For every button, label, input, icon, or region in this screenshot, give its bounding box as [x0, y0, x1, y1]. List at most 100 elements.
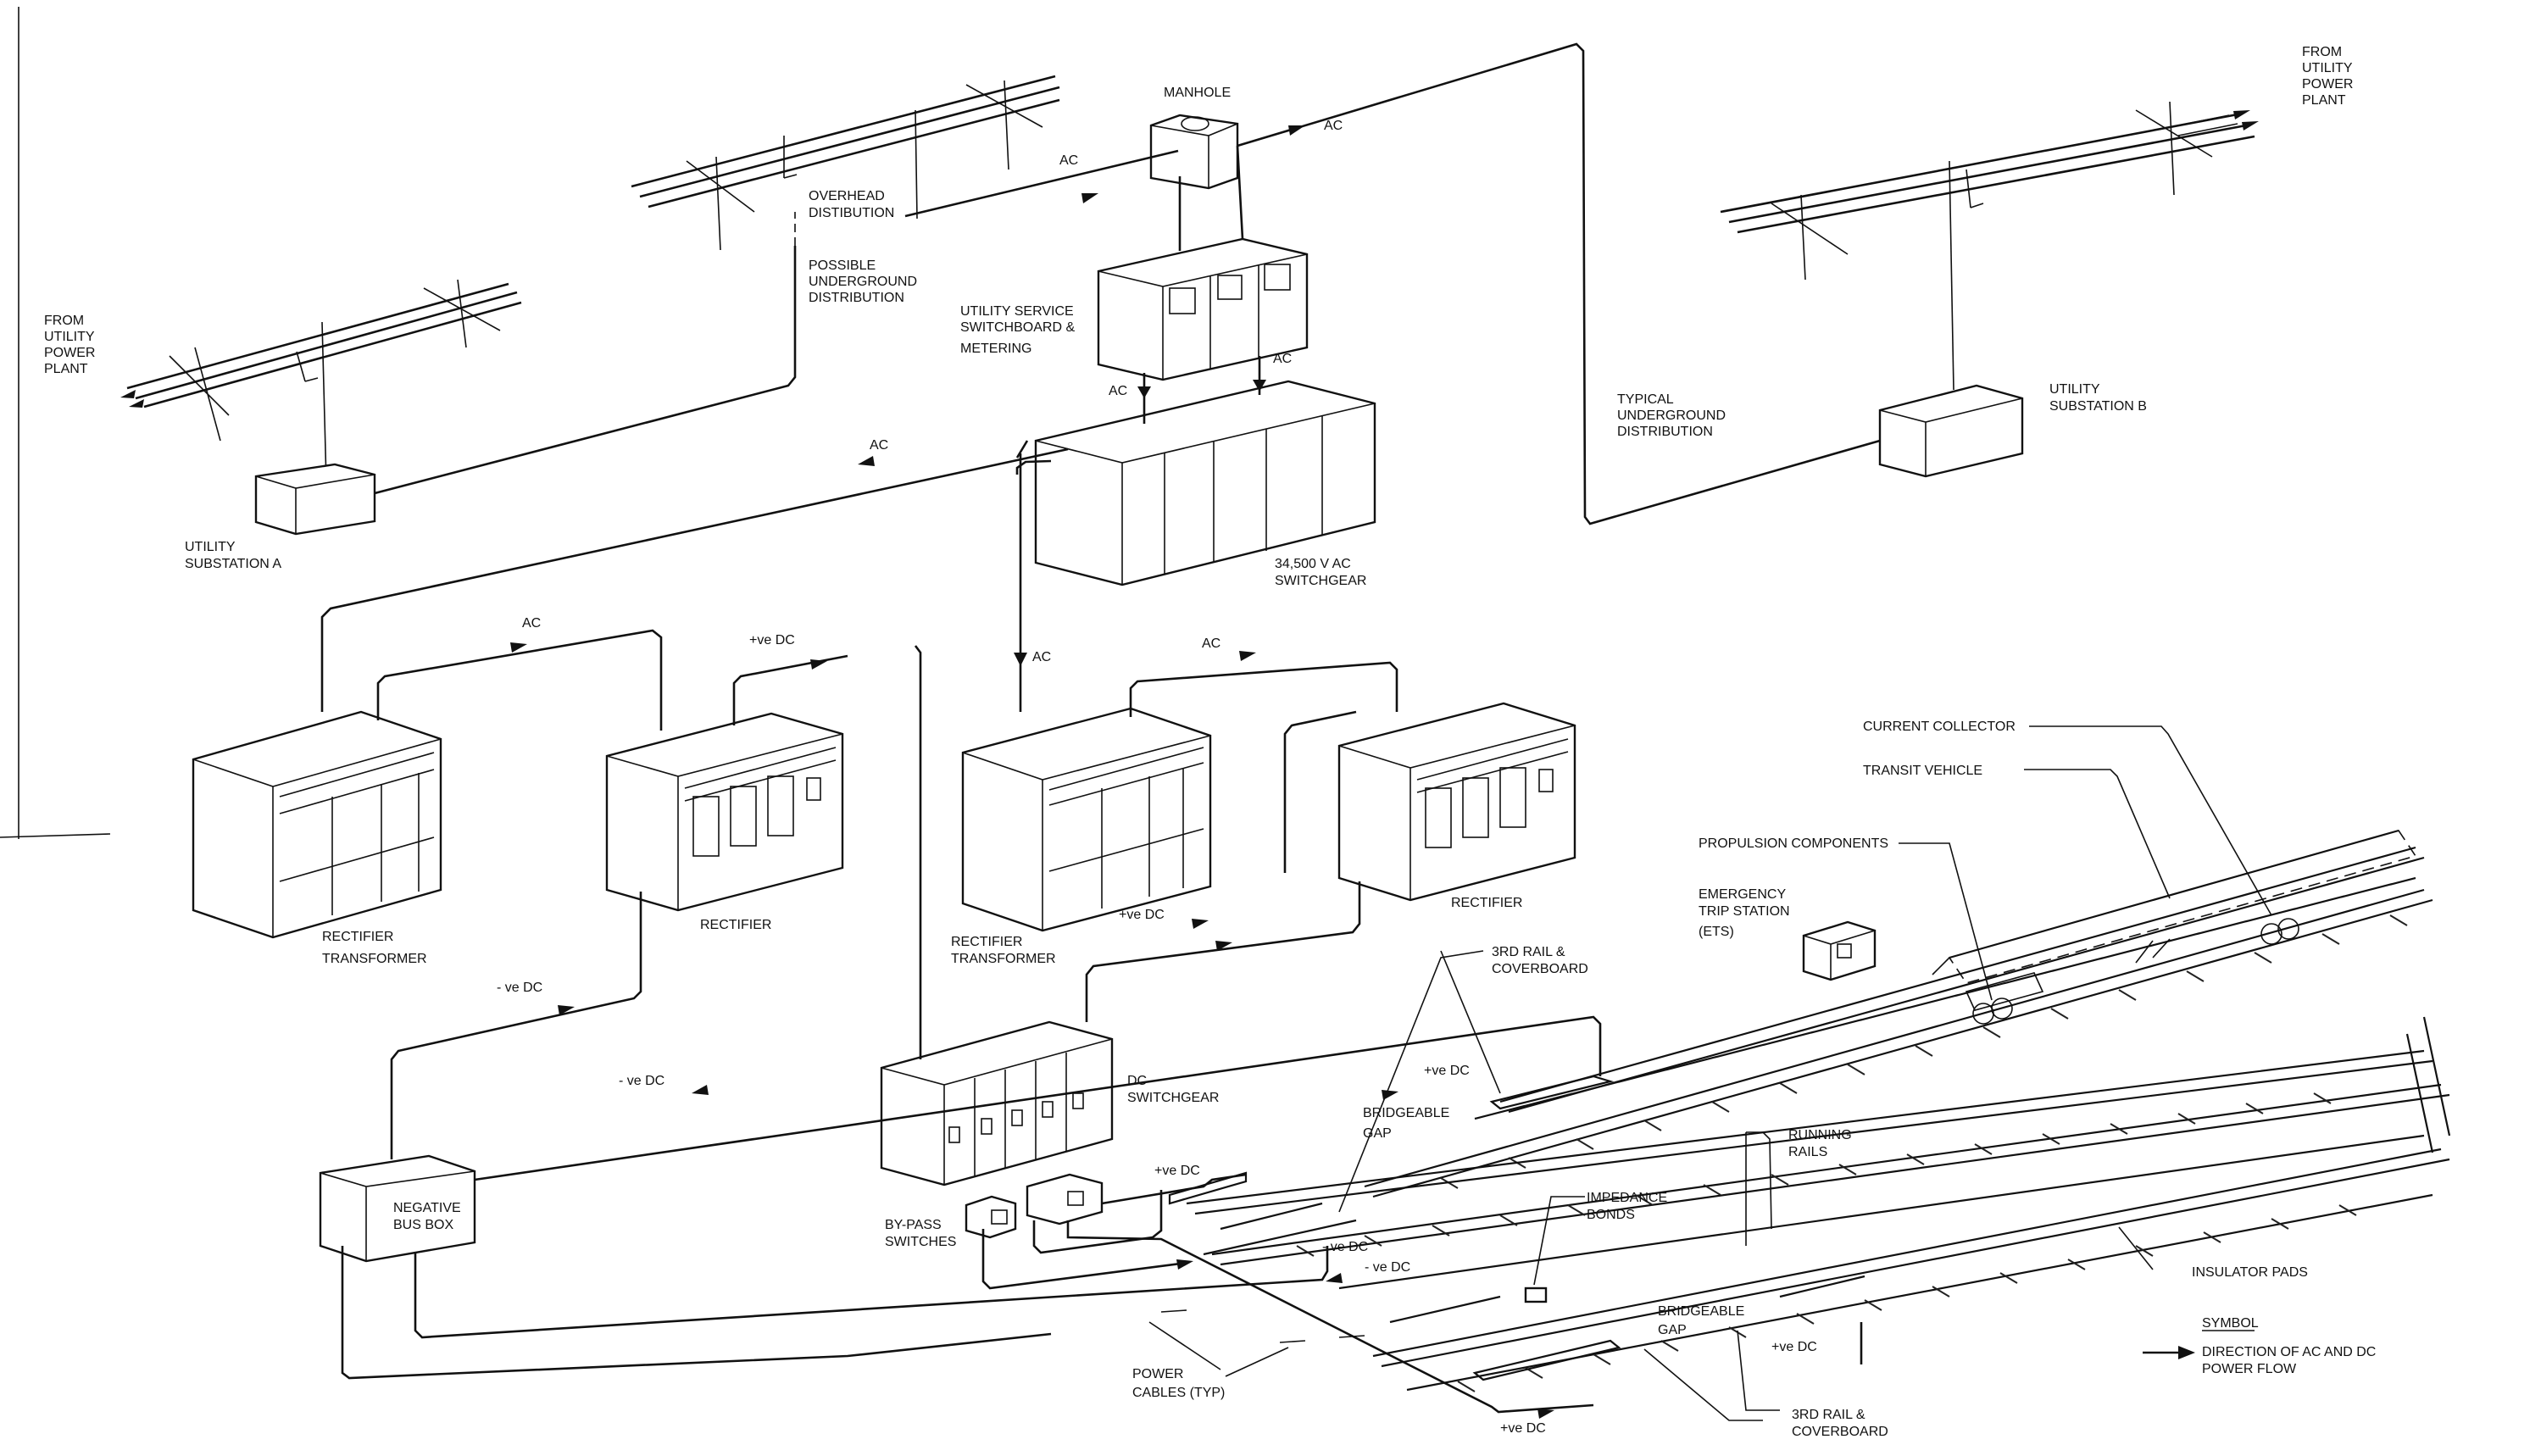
label-from-utility-left: FROM UTILITY POWER PLANT — [44, 314, 95, 376]
label-switchgear-ac: 34,500 V AC SWITCHGEAR — [1275, 557, 1366, 588]
svg-text:GAP: GAP — [1658, 1323, 1687, 1337]
label-third-rail-top: 3RD RAIL & COVERBOARD — [1492, 945, 1588, 976]
svg-text:POSSIBLE: POSSIBLE — [809, 258, 876, 273]
svg-text:RUNNING: RUNNING — [1788, 1128, 1852, 1142]
svg-text:BRIDGEABLE: BRIDGEABLE — [1658, 1304, 1744, 1319]
label-ac-down: AC — [1032, 650, 1051, 664]
svg-text:34,500 V AC: 34,500 V AC — [1275, 557, 1351, 571]
svg-text:SWITCHBOARD &: SWITCHBOARD & — [960, 320, 1075, 335]
svg-text:UTILITY: UTILITY — [185, 540, 236, 554]
label-pos-dc-rail: +ve DC — [1424, 1064, 1470, 1078]
label-emergency-trip: EMERGENCY TRIP STATION (ETS) — [1699, 887, 1790, 939]
rectifier-transformer-left — [193, 712, 441, 937]
svg-text:FROM: FROM — [2302, 45, 2342, 59]
svg-text:UNDERGROUND: UNDERGROUND — [809, 275, 917, 289]
svg-text:CABLES (TYP): CABLES (TYP) — [1132, 1386, 1225, 1400]
svg-text:COVERBOARD: COVERBOARD — [1792, 1425, 1888, 1439]
label-bridgeable-gap-top: BRIDGEABLE GAP — [1363, 1106, 1449, 1141]
svg-text:SWITCHGEAR: SWITCHGEAR — [1127, 1091, 1219, 1105]
svg-text:POWER: POWER — [44, 346, 95, 360]
svg-text:TRANSFORMER: TRANSFORMER — [322, 952, 427, 966]
svg-text:RECTIFIER: RECTIFIER — [322, 930, 393, 944]
label-bypass-switches: BY-PASS SWITCHES — [885, 1218, 956, 1249]
svg-text:RECTIFIER: RECTIFIER — [951, 935, 1022, 949]
label-ac-top: AC — [1324, 119, 1343, 133]
svg-text:SWITCHGEAR: SWITCHGEAR — [1275, 574, 1366, 588]
label-neg-dc-rail-b: - ve DC — [1365, 1260, 1410, 1275]
ac-cables — [322, 44, 1880, 731]
svg-text:TRANSFORMER: TRANSFORMER — [951, 952, 1056, 966]
scan-seam-line — [0, 834, 110, 837]
label-utility-substation-a: UTILITY SUBSTATION A — [185, 540, 281, 571]
label-neg-dc-mid: - ve DC — [619, 1074, 664, 1088]
label-symbol-title: SYMBOL — [2202, 1316, 2259, 1331]
svg-text:GAP: GAP — [1363, 1126, 1392, 1141]
label-from-utility-right: FROM UTILITY POWER PLANT — [2302, 45, 2353, 108]
label-overhead-distribution: OVERHEAD DISTIBUTION — [809, 189, 894, 220]
rectifier-right — [1339, 703, 1575, 900]
label-current-collector: CURRENT COLLECTOR — [1863, 720, 2016, 734]
label-rectifier-transformer-left: RECTIFIER TRANSFORMER — [322, 930, 427, 966]
svg-text:SWITCHES: SWITCHES — [885, 1235, 956, 1249]
svg-text:DC: DC — [1127, 1074, 1147, 1088]
svg-text:DIRECTION OF AC AND DC: DIRECTION OF AC AND DC — [2202, 1345, 2376, 1359]
svg-text:UTILITY: UTILITY — [2302, 61, 2353, 75]
svg-text:BRIDGEABLE: BRIDGEABLE — [1363, 1106, 1449, 1120]
ac-switchgear-34500v — [1036, 381, 1375, 585]
svg-text:PLANT: PLANT — [2302, 93, 2346, 108]
power-cable-splices — [1149, 1310, 1365, 1370]
label-rectifier-left: RECTIFIER — [700, 918, 771, 932]
svg-text:3RD RAIL &: 3RD RAIL & — [1492, 945, 1565, 959]
svg-text:BY-PASS: BY-PASS — [885, 1218, 942, 1232]
label-typical-underground: TYPICAL UNDERGROUND DISTRIBUTION — [1617, 392, 1726, 439]
svg-text:NEGATIVE: NEGATIVE — [393, 1201, 461, 1215]
label-ac-right-switch: AC — [1273, 352, 1292, 366]
lower-track — [1187, 1017, 2449, 1392]
svg-text:DISTRIBUTION: DISTRIBUTION — [1617, 425, 1713, 439]
label-ac-to-substation-a: AC — [870, 438, 888, 453]
svg-text:UTILITY: UTILITY — [44, 330, 95, 344]
label-utility-substation-b: UTILITY SUBSTATION B — [2049, 382, 2147, 414]
label-propulsion-components: PROPULSION COMPONENTS — [1699, 836, 1888, 851]
svg-text:TRIP STATION: TRIP STATION — [1699, 904, 1790, 919]
svg-text:3RD RAIL &: 3RD RAIL & — [1792, 1408, 1865, 1422]
emergency-trip-station — [1804, 922, 1875, 980]
label-pos-dc-left: +ve DC — [749, 633, 795, 647]
svg-text:SUBSTATION B: SUBSTATION B — [2049, 399, 2147, 414]
svg-text:TYPICAL: TYPICAL — [1617, 392, 1674, 407]
middle-overhead-line — [631, 76, 1059, 250]
svg-text:IMPEDANCE: IMPEDANCE — [1587, 1191, 1667, 1205]
label-ac-rect-left: AC — [522, 616, 541, 631]
svg-text:POWER: POWER — [2302, 77, 2353, 92]
left-overhead-arrows — [120, 390, 144, 408]
rectifier-transformer-right — [963, 709, 1210, 931]
label-neg-dc-rail-a: - ve DC — [1322, 1240, 1368, 1254]
label-neg-dc-left: - ve DC — [497, 981, 542, 995]
label-pos-dc-bottom: +ve DC — [1500, 1421, 1546, 1436]
label-impedance-bonds: IMPEDANCE BONDS — [1587, 1191, 1667, 1222]
svg-text:METERING: METERING — [960, 342, 1031, 356]
label-ac-left-switch: AC — [1109, 384, 1127, 398]
svg-text:DISTIBUTION: DISTIBUTION — [809, 206, 894, 220]
label-utility-service: UTILITY SERVICE SWITCHBOARD & METERING — [960, 304, 1075, 356]
label-third-rail-bottom: 3RD RAIL & COVERBOARD — [1792, 1408, 1888, 1439]
label-transit-vehicle: TRANSIT VEHICLE — [1863, 764, 1982, 778]
svg-text:POWER FLOW: POWER FLOW — [2202, 1362, 2297, 1376]
upper-track — [1365, 831, 2433, 1197]
svg-text:OVERHEAD: OVERHEAD — [809, 189, 885, 203]
label-ac-rect-right: AC — [1202, 636, 1220, 651]
impedance-bond — [1526, 1288, 1546, 1302]
svg-text:POWER: POWER — [1132, 1367, 1183, 1381]
label-bridgeable-gap-bottom: BRIDGEABLE GAP — [1658, 1304, 1744, 1337]
utility-substation-b — [1880, 386, 2022, 476]
svg-text:BONDS: BONDS — [1587, 1208, 1635, 1222]
label-rectifier-right: RECTIFIER — [1451, 896, 1522, 910]
svg-text:FROM: FROM — [44, 314, 84, 328]
svg-text:(ETS): (ETS) — [1699, 925, 1734, 939]
rectifier-left — [607, 714, 842, 910]
svg-text:UTILITY SERVICE: UTILITY SERVICE — [960, 304, 1074, 319]
label-manhole: MANHOLE — [1164, 86, 1231, 100]
svg-text:BUS BOX: BUS BOX — [393, 1218, 453, 1232]
svg-text:UNDERGROUND: UNDERGROUND — [1617, 408, 1726, 423]
